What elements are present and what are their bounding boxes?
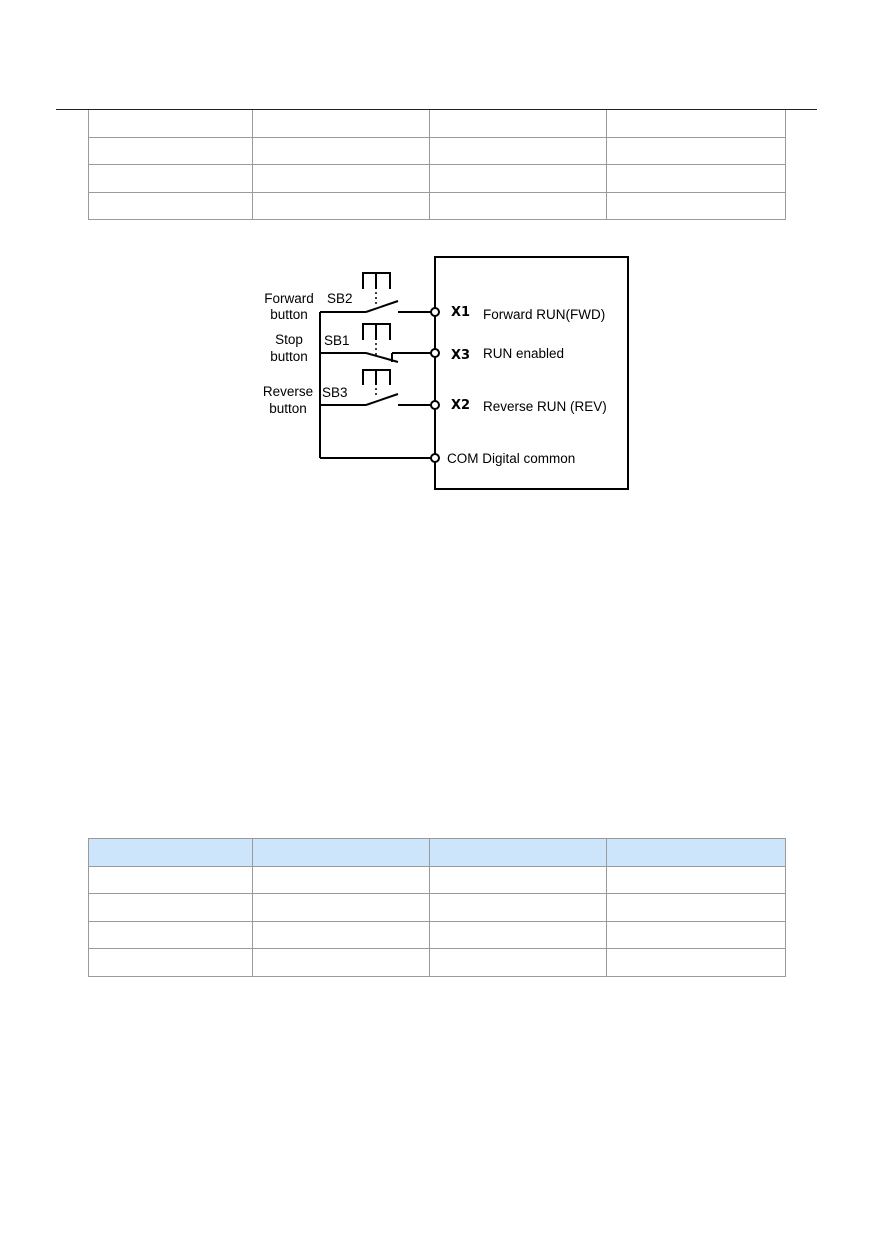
table-header-row xyxy=(88,838,786,867)
switch-label-sb3: SB3 xyxy=(322,385,348,400)
table-header-cell xyxy=(252,838,430,867)
drive-terminal-box xyxy=(434,256,629,490)
switch-label-sb2: SB2 xyxy=(327,291,353,306)
switch-sb2 xyxy=(320,272,431,313)
table-cell xyxy=(429,110,607,138)
table-cell xyxy=(606,893,786,922)
table-header-cell xyxy=(429,838,607,867)
page-header-rule xyxy=(56,109,817,110)
button-label-line2: button xyxy=(269,401,307,416)
table-row xyxy=(88,164,786,193)
table-cell xyxy=(88,893,253,922)
table-cell xyxy=(606,110,786,138)
terminal-function-rev: Reverse RUN (REV) xyxy=(483,399,607,414)
terminal-x2 xyxy=(430,400,440,410)
table-row xyxy=(88,136,786,165)
button-label-line1: Reverse xyxy=(263,384,313,399)
table-cell xyxy=(88,164,253,193)
table-cell xyxy=(429,164,607,193)
table-cell xyxy=(252,110,430,138)
table-cell xyxy=(429,136,607,165)
switch-sb3 xyxy=(320,369,431,406)
table-cell xyxy=(88,191,253,220)
table-row xyxy=(88,110,786,138)
terminal-x3 xyxy=(430,348,440,358)
table-cell xyxy=(252,136,430,165)
table-cell xyxy=(606,191,786,220)
table-cell xyxy=(252,948,430,977)
table-cell xyxy=(429,948,607,977)
table-cell xyxy=(88,920,253,949)
button-label-line1: Forward xyxy=(264,291,314,306)
table-cell xyxy=(252,164,430,193)
terminal-label-x3: X3 xyxy=(451,348,470,363)
table-cell xyxy=(252,893,430,922)
button-label-line2: button xyxy=(270,349,308,364)
table-cell xyxy=(606,920,786,949)
terminal-label-x1: X1 xyxy=(451,305,470,320)
table-cell xyxy=(88,865,253,894)
terminal-function-fwd: Forward RUN(FWD) xyxy=(483,307,605,322)
table-row xyxy=(88,893,786,922)
terminal-function-com: COM Digital common xyxy=(447,451,575,466)
table-cell xyxy=(606,865,786,894)
table-cell xyxy=(88,110,253,138)
terminal-label-x2: X2 xyxy=(451,398,470,413)
table-header-cell xyxy=(88,838,253,867)
table-cell xyxy=(252,920,430,949)
table-header-cell xyxy=(606,838,786,867)
table-cell xyxy=(429,865,607,894)
table-cell xyxy=(606,136,786,165)
table-row xyxy=(88,191,786,220)
table-cell xyxy=(606,948,786,977)
table-cell xyxy=(252,865,430,894)
table-cell xyxy=(252,191,430,220)
table-row xyxy=(88,948,786,977)
table-row xyxy=(88,865,786,894)
table-cell xyxy=(88,136,253,165)
table-cell xyxy=(429,920,607,949)
button-label-line1: Stop xyxy=(275,332,303,347)
table-row xyxy=(88,920,786,949)
table-cell xyxy=(88,948,253,977)
button-label-line2: button xyxy=(270,307,308,322)
table-cell xyxy=(429,893,607,922)
switch-sb1 xyxy=(320,323,431,363)
terminal-function-run-enabled: RUN enabled xyxy=(483,346,564,361)
table-cell xyxy=(606,164,786,193)
terminal-com xyxy=(430,453,440,463)
bottom-table xyxy=(88,838,786,977)
top-table xyxy=(88,110,786,220)
switch-label-sb1: SB1 xyxy=(324,333,350,348)
terminal-x1 xyxy=(430,307,440,317)
